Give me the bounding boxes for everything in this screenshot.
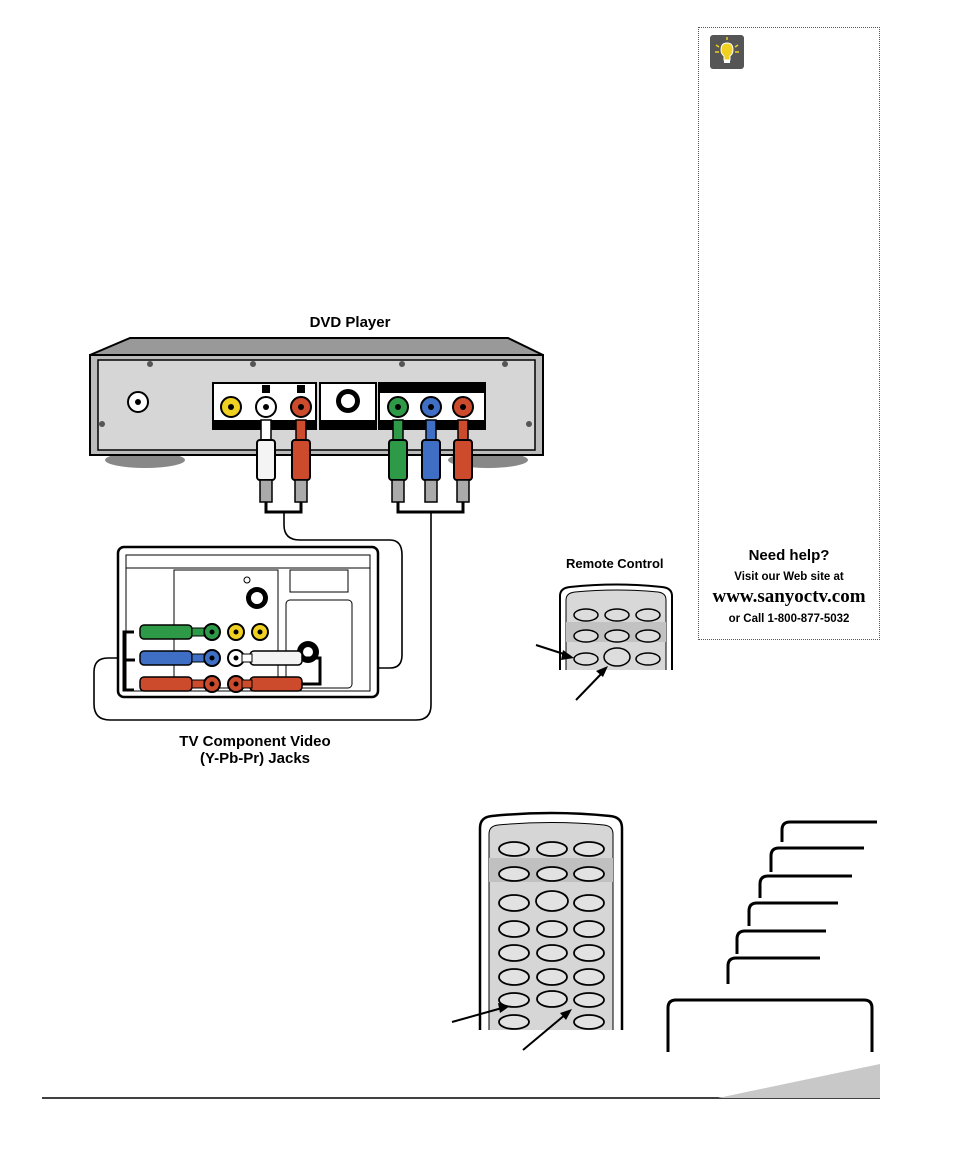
tv-jacks-label-line1: TV Component Video (179, 733, 331, 750)
cables (93, 502, 465, 721)
tv-jacks-label: TV Component Video (Y-Pb-Pr) Jacks (150, 733, 360, 767)
help-title: Need help? (748, 547, 830, 564)
remote-small (535, 583, 673, 701)
lightbulb-icon (710, 35, 744, 69)
help-visit-text: Visit our Web site at (734, 571, 844, 583)
remote-large (451, 811, 624, 1051)
help-phone-text: or Call 1-800-877-5032 (728, 613, 850, 625)
help-box: Need help? Visit our Web site at www.san… (698, 27, 880, 640)
tv-back-panel (116, 545, 380, 699)
dvd-rca-plugs (256, 419, 473, 503)
footer-bar (42, 1064, 880, 1099)
tv-jacks-label-line2: (Y-Pb-Pr) Jacks (199, 750, 311, 767)
stacked-menu-screens (666, 820, 877, 1052)
help-website-link[interactable]: www.sanyoctv.com (712, 586, 866, 607)
remote-control-label: Remote Control (566, 556, 664, 571)
dvd-player-label: DVD Player (309, 314, 391, 331)
dvd-player (89, 337, 544, 468)
